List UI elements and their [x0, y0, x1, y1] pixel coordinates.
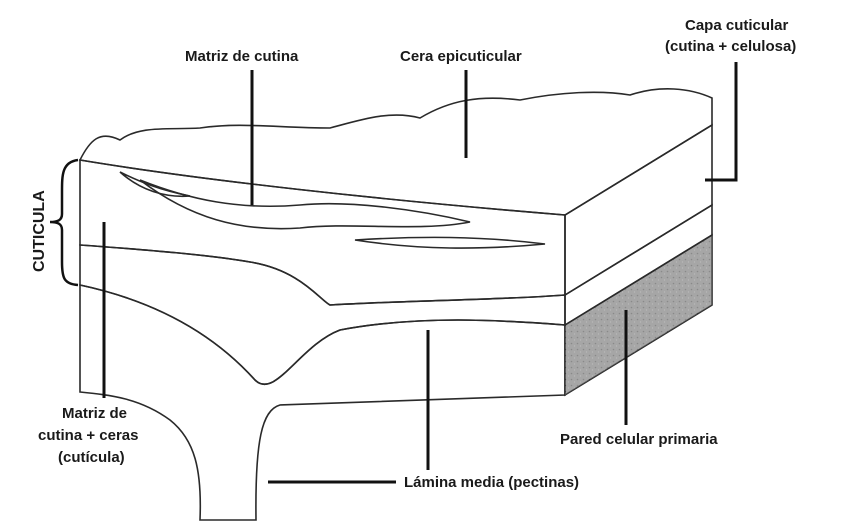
label-cuticula: CUTICULA	[31, 190, 48, 272]
cell-wall-side-texture	[565, 235, 712, 395]
label-matriz-ceras-line2: cutina + ceras	[38, 427, 138, 444]
label-lamina-media: Lámina media (pectinas)	[404, 474, 579, 491]
light-band-front	[80, 245, 565, 384]
cutin-matrix-lens-1	[140, 180, 470, 229]
leader-capa-cuticular	[705, 62, 736, 180]
label-matriz-cutina: Matriz de cutina	[185, 48, 299, 65]
label-matriz-ceras-line3: (cutícula)	[58, 449, 125, 466]
cutin-matrix-lens-2	[355, 237, 545, 248]
label-cera-epicuticular: Cera epicuticular	[400, 48, 522, 65]
label-matriz-ceras-line1: Matriz de	[62, 405, 127, 422]
label-capa-cuticular-line2: (cutina + celulosa)	[665, 38, 796, 55]
label-capa-cuticular-line1: Capa cuticular	[685, 17, 789, 34]
cuticula-brace	[50, 160, 78, 285]
cuticular-layer-front	[80, 160, 565, 305]
label-pared-celular: Pared celular primaria	[560, 431, 718, 448]
